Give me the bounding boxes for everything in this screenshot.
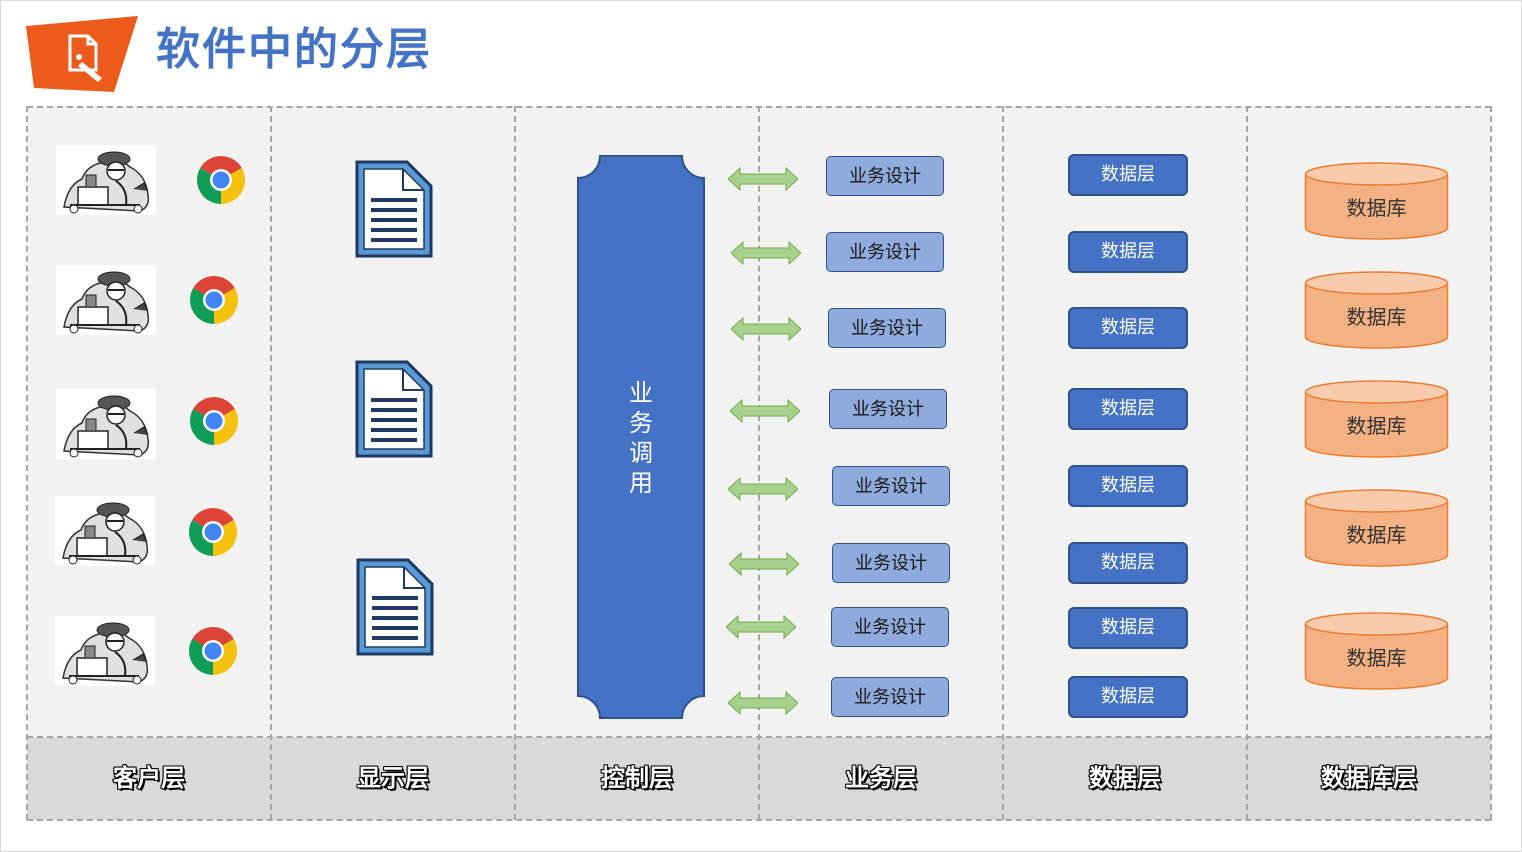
programmer-cartoon-icon [56, 145, 156, 215]
layer-label-control: 控制层 [601, 764, 673, 792]
database-label: 数据库 [1346, 523, 1407, 547]
database-cylinder-icon: 数据库 [1304, 162, 1449, 242]
control-call-block [577, 155, 705, 719]
chrome-icon [189, 627, 237, 675]
column-divider [1002, 106, 1004, 820]
database-cylinder-icon: 数据库 [1304, 380, 1449, 460]
database-cylinder-icon: 数据库 [1304, 489, 1449, 569]
database-label: 数据库 [1346, 305, 1407, 329]
document-icon [356, 558, 434, 656]
page-title: 软件中的分层 [156, 24, 432, 75]
data-layer-box: 数据层 [1068, 542, 1188, 584]
data-layer-box: 数据层 [1068, 607, 1188, 649]
data-layer-box: 数据层 [1068, 154, 1188, 196]
chrome-icon [197, 156, 245, 204]
column-divider [26, 106, 28, 820]
document-icon [355, 160, 433, 258]
data-layer-box: 数据层 [1068, 307, 1188, 349]
document-icon [355, 360, 433, 458]
business-design-box: 业务设计 [832, 543, 950, 583]
column-divider [514, 106, 516, 820]
double-arrow-icon [729, 398, 801, 424]
double-arrow-icon [730, 240, 802, 266]
data-layer-box: 数据层 [1068, 465, 1188, 507]
business-design-box: 业务设计 [829, 389, 947, 429]
layer-label-display: 显示层 [357, 764, 429, 792]
double-arrow-icon [727, 690, 799, 716]
document-pen-icon [26, 16, 138, 92]
programmer-cartoon-icon [56, 389, 156, 459]
layer-label-client: 客户层 [113, 764, 185, 792]
programmer-cartoon-icon [56, 265, 156, 335]
layer-label-database: 数据库层 [1321, 764, 1417, 792]
business-design-box: 业务设计 [828, 308, 946, 348]
double-arrow-icon [727, 166, 799, 192]
layer-label-data: 数据层 [1089, 764, 1161, 792]
column-divider [270, 106, 272, 820]
double-arrow-icon [730, 316, 802, 342]
layer-label-business: 业务层 [845, 764, 917, 792]
database-label: 数据库 [1346, 646, 1407, 670]
column-divider [758, 106, 760, 820]
business-design-box: 业务设计 [826, 232, 944, 272]
chrome-icon [190, 397, 238, 445]
business-design-box: 业务设计 [826, 156, 944, 196]
database-cylinder-icon: 数据库 [1304, 612, 1449, 692]
double-arrow-icon [727, 476, 799, 502]
programmer-cartoon-icon [55, 616, 155, 686]
column-divider [1246, 106, 1248, 820]
chrome-icon [190, 276, 238, 324]
database-cylinder-icon: 数据库 [1304, 271, 1449, 351]
column-divider [1490, 106, 1492, 820]
business-design-box: 业务设计 [831, 607, 949, 647]
data-layer-box: 数据层 [1068, 676, 1188, 718]
database-label: 数据库 [1346, 414, 1407, 438]
business-design-box: 业务设计 [832, 466, 950, 506]
double-arrow-icon [725, 614, 797, 640]
data-layer-box: 数据层 [1068, 231, 1188, 273]
control-call-label: 业务调用 [629, 379, 653, 497]
bottom-border [27, 819, 1491, 821]
data-layer-box: 数据层 [1068, 388, 1188, 430]
database-label: 数据库 [1346, 196, 1407, 220]
programmer-cartoon-icon [55, 496, 155, 566]
double-arrow-icon [728, 551, 800, 577]
business-design-box: 业务设计 [831, 677, 949, 717]
chrome-icon [189, 508, 237, 556]
